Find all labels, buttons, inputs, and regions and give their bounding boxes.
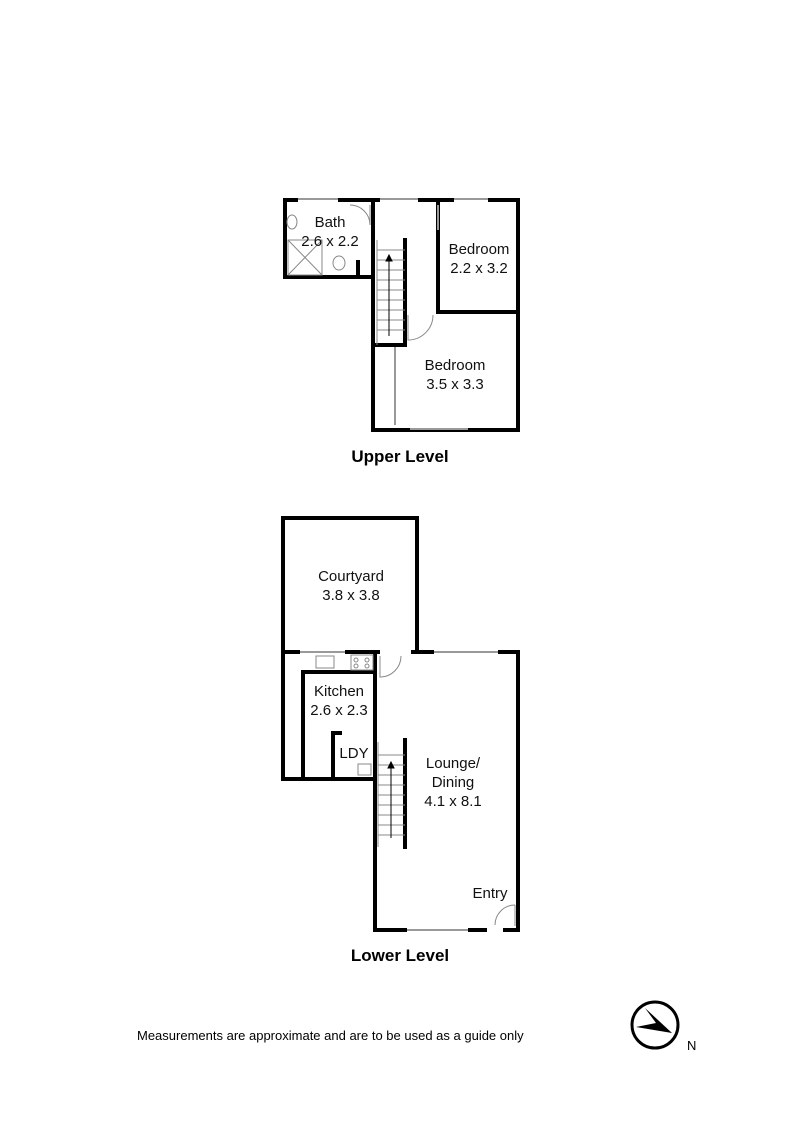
- upper-level-title: Upper Level: [351, 447, 449, 466]
- room-bedroom-large: Bedroom 3.5 x 3.3: [425, 356, 486, 394]
- room-size: 4.1 x 8.1: [424, 793, 482, 810]
- room-lounge-dining: Lounge/ Dining 4.1 x 8.1: [424, 754, 482, 811]
- room-size: 2.6 x 2.3: [310, 702, 368, 719]
- room-name: Kitchen: [313, 683, 365, 700]
- room-name: Bedroom: [424, 357, 486, 374]
- lower-level-title: Lower Level: [350, 946, 450, 965]
- north-arrow-icon: [630, 1000, 680, 1050]
- room-name: Bedroom: [448, 241, 510, 258]
- upper-level-walls: [283, 198, 520, 432]
- disclaimer: Measurements are approximate and are to …: [137, 1028, 524, 1043]
- room-size: 3.5 x 3.3: [426, 376, 484, 393]
- room-name: Entry: [472, 885, 508, 902]
- lower-fixtures: [315, 654, 516, 926]
- room-size: 2.2 x 3.2: [450, 260, 508, 277]
- room-bath: Bath 2.6 x 2.2: [301, 213, 359, 251]
- room-name-2: Dining: [431, 774, 475, 791]
- room-name: LDY: [339, 745, 369, 762]
- room-courtyard: Courtyard 3.8 x 3.8: [318, 567, 384, 605]
- upper-stairs: [286, 204, 434, 345]
- north-label: N: [687, 1038, 697, 1053]
- room-name: Courtyard: [318, 568, 384, 585]
- room-entry: Entry: [472, 884, 507, 903]
- upper-windows: [298, 198, 488, 430]
- room-kitchen: Kitchen 2.6 x 2.3: [310, 682, 368, 720]
- room-size: 2.6 x 2.2: [301, 233, 359, 250]
- room-size: 3.8 x 3.8: [322, 587, 380, 604]
- lower-level-walls: [281, 516, 520, 932]
- room-name: Bath: [314, 214, 346, 231]
- lower-windows: [300, 651, 498, 931]
- room-bedroom-small: Bedroom 2.2 x 3.2: [449, 240, 510, 278]
- room-name: Lounge/: [425, 755, 481, 772]
- room-laundry: LDY: [339, 744, 368, 763]
